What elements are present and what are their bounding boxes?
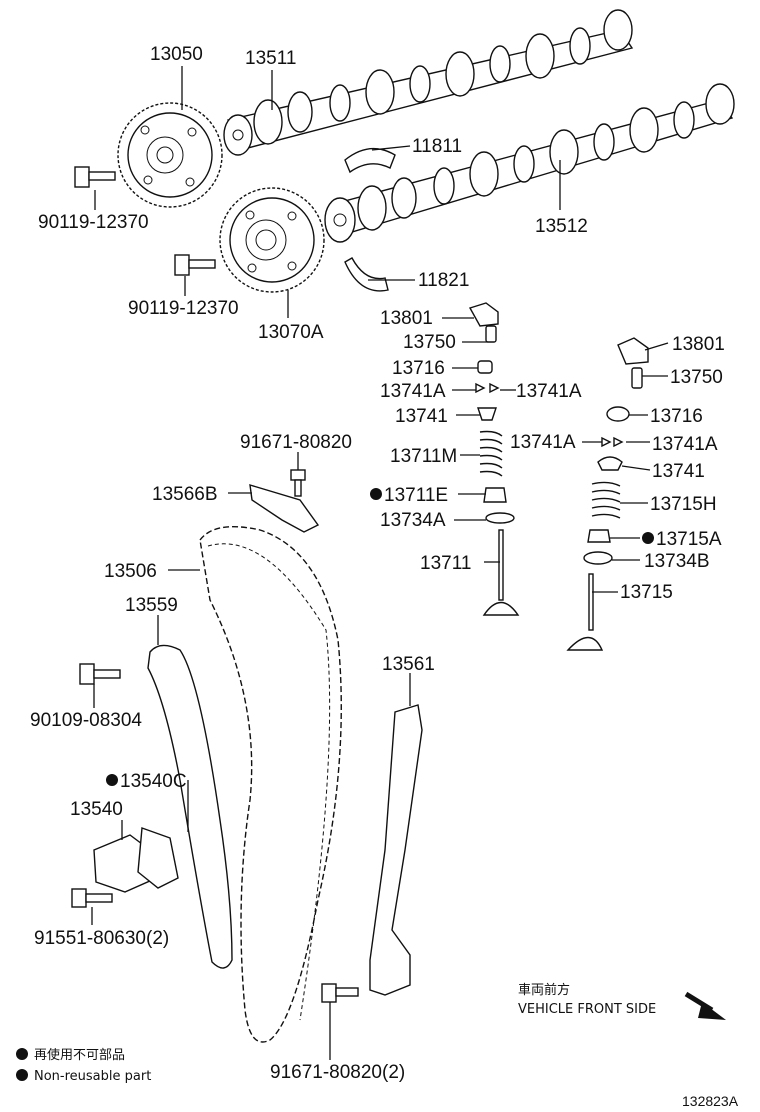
leader-lines: [91, 66, 669, 1060]
label-13711e: 13711E: [384, 485, 448, 506]
cam-sprocket-13070a: [219, 187, 325, 293]
label-13741a-left-1: 13741A: [380, 381, 446, 402]
label-91671-upper: 91671-80820: [240, 432, 352, 453]
label-13566b: 13566B: [152, 484, 218, 505]
label-13716-left: 13716: [392, 358, 445, 379]
camshaft-13512: [324, 83, 735, 243]
label-13506: 13506: [104, 561, 157, 582]
label-11821: 11821: [418, 270, 469, 291]
label-91671-lower: 91671-80820(2): [270, 1062, 405, 1083]
bolt-90119-upper: [74, 166, 116, 188]
label-91551: 91551-80630(2): [34, 928, 169, 949]
label-13716-right: 13716: [650, 406, 703, 427]
label-13734a: 13734A: [380, 510, 446, 531]
chain-tensioner-slipper-13559: [147, 644, 233, 969]
label-13540c: 13540C: [120, 771, 187, 792]
label-13741a-right-2: 13741A: [652, 434, 718, 455]
bolt-91671-lower: [321, 983, 359, 1003]
label-13741-right: 13741: [652, 461, 705, 482]
label-90119-upper: 90119-12370: [38, 212, 149, 233]
legend-dot: [16, 1048, 28, 1060]
label-13801-right: 13801: [672, 334, 725, 355]
label-13715h: 13715H: [650, 494, 717, 515]
valve-stack-left: [468, 302, 520, 616]
label-13711: 13711: [420, 553, 471, 574]
cam-sprocket-13050: [117, 102, 223, 208]
front-arrow-icon: [684, 991, 726, 1020]
legend-jp: 再使用不可部品: [34, 1047, 125, 1063]
camshaft-13511: [223, 9, 634, 156]
legend-en: Non-reusable part: [34, 1069, 151, 1084]
label-13750-left: 13750: [403, 332, 456, 353]
label-13070a: 13070A: [258, 322, 324, 343]
label-13715a: 13715A: [656, 529, 722, 550]
label-13741a-right-1: 13741A: [510, 432, 576, 453]
label-13050: 13050: [150, 44, 203, 65]
bearing-11821: [344, 257, 389, 292]
bearing-11811: [344, 147, 396, 174]
non-reusable-dot-13711e: [370, 488, 382, 500]
label-13715: 13715: [620, 582, 673, 603]
direction-jp: 車両前方: [518, 982, 570, 998]
non-reusable-dot-13715a: [642, 532, 654, 544]
non-reusable-dot-13540c: [106, 774, 118, 786]
label-13512: 13512: [535, 216, 588, 237]
label-13711m: 13711M: [390, 446, 457, 467]
timing-chain-13506: [199, 525, 342, 1043]
direction-en: VEHICLE FRONT SIDE: [518, 1002, 656, 1017]
valve-stack-right: [566, 337, 649, 651]
gasket-13540c: [137, 827, 179, 889]
label-13741-left: 13741: [395, 406, 448, 427]
chain-guide-13566b: [249, 484, 320, 533]
label-13734b: 13734B: [644, 551, 710, 572]
label-90109: 90109-08304: [30, 710, 142, 731]
label-13741a-left-2: 13741A: [516, 381, 582, 402]
chain-damper-13561: [369, 704, 423, 996]
bolt-90119-lower: [174, 254, 216, 276]
label-11811: 11811: [412, 136, 462, 157]
bolt-91551: [71, 888, 113, 908]
legend-dot-2: [16, 1069, 28, 1081]
label-13559: 13559: [125, 595, 178, 616]
label-13540: 13540: [70, 799, 123, 820]
label-13750-right: 13750: [670, 367, 723, 388]
label-13561: 13561: [382, 654, 435, 675]
bolt-91671-upper: [290, 469, 306, 497]
label-13801-left: 13801: [380, 308, 433, 329]
label-13511: 13511: [245, 48, 296, 69]
label-90119-lower: 90119-12370: [128, 298, 239, 319]
diagram-id: 132823A: [682, 1093, 739, 1109]
bolt-90109: [79, 663, 121, 685]
